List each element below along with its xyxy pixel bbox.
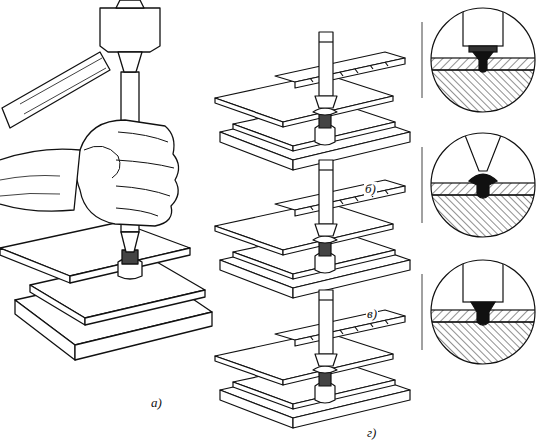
drawing-polygon (30, 285, 85, 325)
drawing-g (423, 125, 543, 245)
drawing-g (423, 0, 543, 120)
drawing-rect (423, 0, 543, 120)
drawing-use (215, 32, 410, 170)
drawing-polygon (85, 290, 205, 325)
drawing-use (215, 290, 410, 428)
drawing-path (84, 146, 120, 178)
drawing-rect (423, 252, 543, 372)
figure-letter: а) (150, 396, 163, 410)
drawing-polygon (100, 8, 160, 52)
drawing-path (116, 132, 174, 216)
drawing-polygon (121, 232, 139, 252)
drawing-use (215, 160, 410, 298)
drawing-path (422, 22, 423, 350)
drawing-polygon (0, 248, 70, 283)
drawing-path (0, 149, 80, 211)
drawing-g (423, 125, 543, 245)
drawing-rect (469, 46, 497, 52)
hand-riveting-view (0, 0, 212, 360)
drawing-polygon (461, 125, 505, 171)
drawing-polygon (0, 222, 190, 276)
drawing-g (423, 252, 543, 372)
drawing-path (473, 52, 493, 72)
drawing-rect (463, 0, 503, 46)
drawing-g (423, 252, 543, 372)
drawing-polygon (2, 52, 110, 128)
drawing-path (469, 174, 497, 198)
drawing-circle (431, 133, 535, 237)
drawing-g (423, 0, 543, 120)
figure-letter: г) (366, 426, 377, 440)
detail-insets (422, 0, 543, 372)
drawing-path (20, 58, 106, 114)
drawing-polygon (118, 52, 142, 72)
drawing-path (76, 120, 179, 226)
drawing-polygon (70, 248, 190, 283)
drawing-polygon (116, 0, 144, 8)
drawing-rect (423, 125, 543, 245)
drawing-circle (431, 8, 535, 112)
figure-letter: б) (364, 182, 377, 196)
drawing-circle (431, 260, 535, 364)
drawing-path (0, 176, 60, 197)
drawing-path (471, 302, 495, 325)
figure-letter: в) (366, 307, 378, 321)
